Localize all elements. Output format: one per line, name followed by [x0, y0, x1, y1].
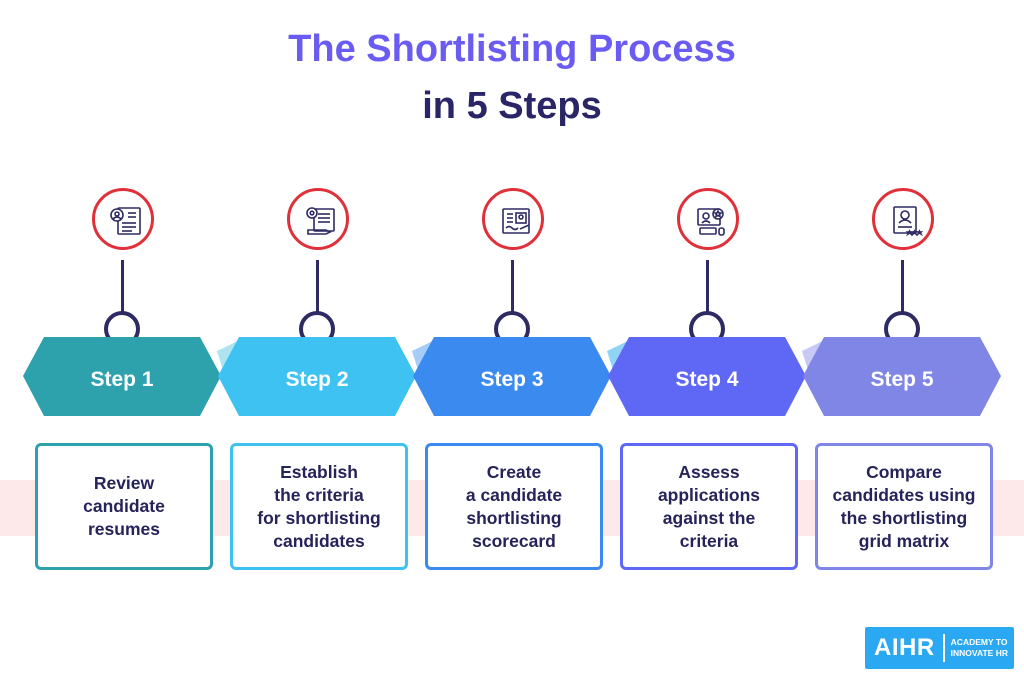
step-label-4: Step 4	[675, 368, 739, 391]
connector-stem-3	[511, 260, 514, 318]
step-card-2: Establish the criteria for shortlisting …	[230, 443, 408, 570]
step-hexagon-1	[23, 337, 221, 416]
rating-grid-icon	[893, 206, 923, 237]
icon-circle-5	[872, 188, 934, 250]
page-title-line-2: in 5 Steps	[422, 85, 602, 127]
step-description-5: Compare candidates using the shortlistin…	[832, 461, 976, 551]
icon-circle-3	[482, 188, 544, 250]
criteria-document-icon	[306, 207, 335, 235]
connector-stem-4	[706, 260, 709, 318]
step-label-5: Step 5	[870, 368, 934, 391]
step-hexagon-3	[413, 337, 611, 416]
icon-circle-2	[287, 188, 349, 250]
step-hexagon-5	[803, 337, 1001, 416]
icon-circle-1	[92, 188, 154, 250]
step-card-1: Review candidate resumes	[35, 443, 213, 570]
logo-wordmark: AIHR	[874, 634, 935, 661]
step-description-1: Review candidate resumes	[83, 473, 165, 539]
step-description-3: Create a candidate shortlisting scorecar…	[465, 461, 563, 551]
step-description-4: Assess applications against the criteria	[657, 461, 761, 551]
icon-circle-4	[677, 188, 739, 250]
step-label-1: Step 1	[90, 368, 154, 391]
page-title-line-1: The Shortlisting Process	[288, 28, 736, 70]
step-card-4: Assess applications against the criteria	[620, 443, 798, 570]
step-label-3: Step 3	[480, 368, 544, 391]
computer-assessment-icon	[697, 208, 725, 236]
step-card-5: Compare candidates using the shortlistin…	[815, 443, 993, 570]
logo-tagline: ACADEMY TO INNOVATE HR	[950, 637, 1008, 658]
aihr-logo: AIHR ACADEMY TO INNOVATE HR	[865, 627, 1014, 669]
resume-review-icon	[110, 207, 141, 235]
connector-stem-2	[316, 260, 319, 318]
step-card-3: Create a candidate shortlisting scorecar…	[425, 443, 603, 570]
step-description-2: Establish the criteria for shortlisting …	[257, 461, 381, 551]
step-hexagon-2	[218, 337, 416, 416]
scorecard-icon	[502, 208, 530, 234]
step-hexagon-4	[608, 337, 806, 416]
logo-divider	[942, 634, 945, 662]
connector-stem-1	[121, 260, 124, 318]
connector-stem-5	[901, 260, 904, 318]
step-label-2: Step 2	[285, 368, 349, 391]
